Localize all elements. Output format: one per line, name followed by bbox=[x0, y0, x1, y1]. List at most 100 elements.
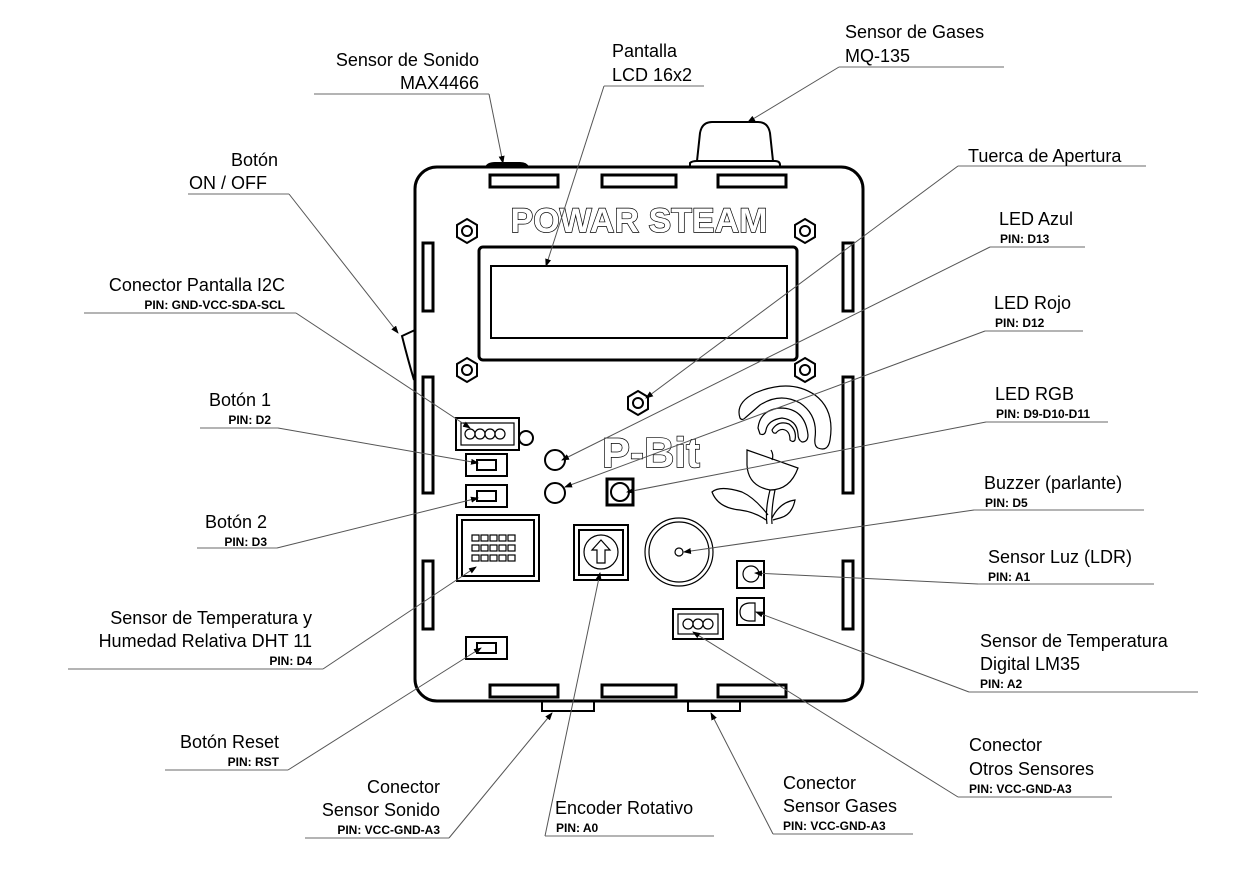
right-slot bbox=[841, 241, 855, 313]
led-red bbox=[544, 482, 566, 504]
sound-sensor-top bbox=[485, 162, 529, 167]
buzzer bbox=[644, 517, 714, 587]
callout-boton-2: Botón 2 PIN: D3 bbox=[205, 512, 267, 549]
label-title: Botón Reset bbox=[180, 732, 279, 752]
label-title: Conector Pantalla I2C bbox=[109, 275, 285, 295]
left-slot bbox=[421, 559, 435, 631]
hex-nut bbox=[794, 217, 816, 245]
callout-led-azul: LED Azul PIN: D13 bbox=[999, 209, 1073, 246]
callout-reset: Botón Reset PIN: RST bbox=[180, 732, 280, 769]
button-2 bbox=[465, 484, 508, 508]
left-slot bbox=[421, 375, 435, 495]
i2c-connector bbox=[455, 417, 534, 451]
rotary-encoder bbox=[573, 524, 629, 581]
label-pin: PIN: VCC-GND-A3 bbox=[783, 819, 886, 833]
callout-sensor-gases: Sensor de Gases MQ-135 bbox=[845, 22, 984, 66]
bottom-slot bbox=[716, 683, 788, 699]
callout-dht11: Sensor de Temperatura y Humedad Relativa… bbox=[99, 608, 313, 668]
callout-conector-otros: Conector Otros Sensores PIN: VCC-GND-A3 bbox=[969, 735, 1094, 796]
label-line1: Conector bbox=[367, 777, 440, 797]
model-text: P-Bit bbox=[602, 429, 700, 476]
callout-pantalla: Pantalla LCD 16x2 bbox=[612, 41, 692, 85]
ldr-sensor bbox=[736, 560, 765, 589]
label-title: Sensor Luz (LDR) bbox=[988, 547, 1132, 567]
label-pin: PIN: GND-VCC-SDA-SCL bbox=[144, 298, 285, 312]
label-pin: PIN: D2 bbox=[228, 413, 271, 427]
callout-led-rgb: LED RGB PIN: D9-D10-D11 bbox=[995, 384, 1090, 421]
label-title: LED Rojo bbox=[994, 293, 1071, 313]
label-pin: PIN: RST bbox=[228, 755, 280, 769]
callout-conector-gases: Conector Sensor Gases PIN: VCC-GND-A3 bbox=[783, 773, 897, 833]
label-pin: PIN: D9-D10-D11 bbox=[996, 407, 1090, 421]
label-line2: Otros Sensores bbox=[969, 759, 1094, 779]
logo-icon bbox=[711, 385, 832, 525]
label-title: Botón 1 bbox=[209, 390, 271, 410]
gas-sensor-cap bbox=[689, 121, 781, 167]
label-pin: PIN: D13 bbox=[1000, 232, 1050, 246]
label-line1: Sensor de Temperatura bbox=[980, 631, 1169, 651]
callout-conector-sonido: Conector Sensor Sonido PIN: VCC-GND-A3 bbox=[322, 777, 440, 837]
sound-connector-bottom bbox=[541, 700, 595, 712]
bottom-slot bbox=[488, 683, 560, 699]
label-title: LED Azul bbox=[999, 209, 1073, 229]
label-title: Sensor de Gases bbox=[845, 22, 984, 42]
label-line1: Conector bbox=[783, 773, 856, 793]
onoff-switch bbox=[400, 329, 416, 381]
label-title: Encoder Rotativo bbox=[555, 798, 693, 818]
left-slot bbox=[421, 241, 435, 313]
callout-ldr: Sensor Luz (LDR) PIN: A1 bbox=[988, 547, 1132, 584]
label-pin: PIN: VCC-GND-A3 bbox=[969, 782, 1072, 796]
label-title: Tuerca de Apertura bbox=[968, 146, 1122, 166]
bottom-slot bbox=[600, 683, 678, 699]
brand-text: POWAR STEAM bbox=[511, 202, 768, 240]
board-outline bbox=[413, 165, 865, 703]
leader-lines bbox=[68, 66, 1198, 839]
label-subtitle: ON / OFF bbox=[189, 173, 267, 193]
label-pin: PIN: D5 bbox=[985, 496, 1028, 510]
label-line2: Sensor Sonido bbox=[322, 800, 440, 820]
callout-tuerca: Tuerca de Apertura bbox=[968, 146, 1122, 166]
right-slot bbox=[841, 559, 855, 631]
label-subtitle: LCD 16x2 bbox=[612, 65, 692, 85]
top-slot bbox=[716, 173, 788, 189]
label-line2: Digital LM35 bbox=[980, 654, 1080, 674]
label-line1: Conector bbox=[969, 735, 1042, 755]
opening-nut bbox=[627, 389, 649, 417]
callout-boton-1: Botón 1 PIN: D2 bbox=[209, 390, 271, 427]
label-line1: Sensor de Temperatura y bbox=[110, 608, 312, 628]
label-line2: Sensor Gases bbox=[783, 796, 897, 816]
callout-conector-i2c: Conector Pantalla I2C PIN: GND-VCC-SDA-S… bbox=[109, 275, 285, 312]
top-slot bbox=[600, 173, 678, 189]
lcd-screen bbox=[490, 265, 788, 339]
top-slot bbox=[488, 173, 560, 189]
label-pin: PIN: VCC-GND-A3 bbox=[337, 823, 440, 837]
callout-led-rojo: LED Rojo PIN: D12 bbox=[994, 293, 1071, 330]
dht11-sensor bbox=[456, 514, 540, 582]
lcd-bezel bbox=[477, 245, 799, 362]
label-title: Botón 2 bbox=[205, 512, 267, 532]
label-title: Buzzer (parlante) bbox=[984, 473, 1122, 493]
label-pin: PIN: A1 bbox=[988, 570, 1031, 584]
hex-nut bbox=[794, 356, 816, 384]
label-title: Sensor de Sonido bbox=[336, 50, 479, 70]
label-line2: Humedad Relativa DHT 11 bbox=[99, 631, 312, 651]
hex-nut bbox=[456, 217, 478, 245]
reset-button bbox=[465, 636, 508, 660]
label-subtitle: MQ-135 bbox=[845, 46, 910, 66]
label-pin: PIN: D4 bbox=[269, 654, 312, 668]
right-slot bbox=[841, 375, 855, 495]
callout-labels: Sensor de Sonido MAX4466 Pantalla LCD 16… bbox=[99, 22, 1169, 837]
label-title: Pantalla bbox=[612, 41, 678, 61]
label-subtitle: MAX4466 bbox=[400, 73, 479, 93]
label-pin: PIN: D12 bbox=[995, 316, 1045, 330]
hex-nut bbox=[456, 356, 478, 384]
callout-lm35: Sensor de Temperatura Digital LM35 PIN: … bbox=[980, 631, 1169, 691]
callout-boton-onoff: Botón ON / OFF bbox=[189, 150, 278, 193]
label-pin: PIN: A0 bbox=[556, 821, 599, 835]
label-title: LED RGB bbox=[995, 384, 1074, 404]
label-title: Botón bbox=[231, 150, 278, 170]
label-pin: PIN: A2 bbox=[980, 677, 1023, 691]
board: POWAR STEAM bbox=[400, 121, 865, 712]
callout-sensor-sonido: Sensor de Sonido MAX4466 bbox=[336, 50, 479, 93]
